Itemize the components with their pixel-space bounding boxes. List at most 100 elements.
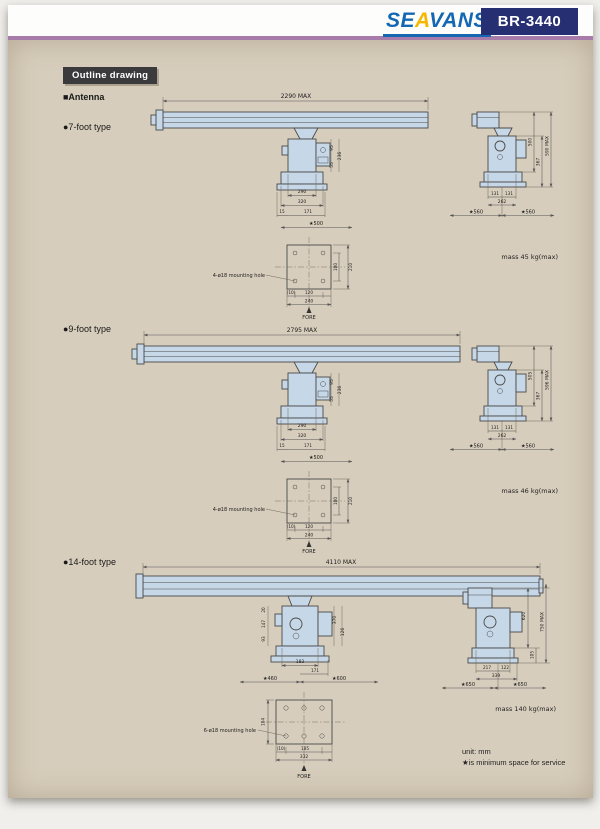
- dim-131b: 131: [505, 191, 513, 196]
- dim-332: 332: [300, 754, 309, 760]
- fore-arrow-9ft: [306, 541, 312, 547]
- dim-131a: 131: [491, 191, 499, 196]
- type-label-9ft: ●9-foot type: [63, 324, 111, 334]
- dim-290: 290: [298, 423, 307, 429]
- dim-service-500: ★500: [309, 455, 323, 461]
- front-view-14ft: 4110 MAX 20 147 93 370 126 183: [135, 559, 544, 684]
- side-body-9ft: [487, 369, 517, 407]
- dim-210: 210: [348, 497, 353, 505]
- dim-120: 120: [305, 290, 313, 295]
- header-accent-stripe: [8, 36, 593, 40]
- dim-184: 184: [261, 718, 266, 726]
- dim-service-560b: ★560: [521, 444, 535, 450]
- base-14ft: [275, 645, 325, 657]
- dim-side-105: 105: [530, 651, 535, 659]
- dim-339: 339: [492, 673, 501, 679]
- type-label-14ft: ●14-foot type: [63, 557, 116, 567]
- dim-15: 15: [279, 443, 285, 448]
- dim-side-500: 500: [528, 138, 534, 147]
- dim-service-560a: ★560: [469, 444, 483, 450]
- type-label-7ft: ●7-foot type: [63, 122, 111, 132]
- dim-262: 262: [498, 433, 507, 439]
- plan-view-7ft: 100 210 4-ø18 mounting hole (10) 120 240…: [213, 237, 353, 321]
- plan-view-9ft: 100 210 4-ø18 mounting hole (10) 120 240…: [213, 471, 353, 555]
- base-9ft: [280, 405, 324, 419]
- dim-side-367: 367: [536, 158, 542, 167]
- dim-217: 217: [483, 665, 491, 670]
- pedestal-7ft: [287, 138, 317, 173]
- dim-service-500: ★500: [309, 221, 323, 227]
- dim-offset-10: (10): [277, 746, 286, 751]
- dim-side-590max: 590 MAX: [545, 136, 551, 156]
- fore-arrow-14ft: [301, 765, 307, 771]
- brand-a: A: [415, 9, 430, 32]
- drawing-14-foot: 4110 MAX 20 147 93 370 126 183: [135, 559, 556, 780]
- dim-236: 236: [337, 386, 343, 395]
- fore-arrow-7ft: [306, 307, 312, 313]
- side-view-7ft: 500 367 590 MAX 131 131 262 ★560 ★560: [449, 111, 555, 217]
- mounting-plate-7ft: [286, 244, 332, 290]
- side-body-14ft: [475, 607, 511, 649]
- dim-120: 120: [305, 524, 313, 529]
- mounting-hole-note-14ft: 6-ø18 mounting hole: [204, 728, 256, 734]
- dim-side-367: 367: [536, 392, 542, 401]
- dim-offset-10: (10): [287, 524, 296, 529]
- dim-183: 183: [296, 659, 305, 665]
- dim-320: 320: [298, 199, 307, 205]
- dim-131a: 131: [491, 425, 499, 430]
- dim-span-7ft: 2290 MAX: [281, 93, 312, 100]
- dim-320: 320: [298, 433, 307, 439]
- mounting-hole-note-9ft: 4-ø18 mounting hole: [213, 507, 265, 513]
- dim-100: 100: [333, 497, 338, 505]
- dim-171: 171: [311, 668, 319, 673]
- pedestal-14ft: [281, 605, 319, 647]
- antenna-bar-9ft: [143, 345, 461, 363]
- dim-95: 95: [329, 145, 335, 151]
- fore-label-14ft: FORE: [297, 774, 310, 780]
- side-body-7ft: [487, 135, 517, 173]
- brand-se: SE: [386, 9, 416, 32]
- dim-370: 370: [332, 616, 338, 625]
- mass-14ft: mass 140 kg(max): [495, 705, 556, 713]
- dim-236: 236: [337, 152, 343, 161]
- dim-side-505: 505: [528, 372, 534, 381]
- dim-100: 100: [333, 263, 338, 271]
- mounting-plate-14ft: [275, 699, 333, 745]
- drawing-9-foot: 2795 MAX 95 55 236 290: [131, 327, 558, 555]
- mass-7ft: mass 45 kg(max): [501, 253, 558, 261]
- dim-span-9ft: 2795 MAX: [287, 327, 318, 334]
- antenna-label: ■Antenna: [63, 92, 105, 102]
- fore-label-9ft: FORE: [302, 549, 315, 555]
- model-badge: BR-3440: [481, 8, 578, 35]
- side-view-9ft: 505 367 596 MAX 131 131 262 ★560 ★560: [449, 345, 555, 451]
- mass-9ft: mass 46 kg(max): [501, 487, 558, 495]
- dim-262: 262: [498, 199, 507, 205]
- mounting-plate-9ft: [286, 478, 332, 524]
- side-view-14ft: 620 105 750 MAX 217 122 339 ★650 ★650: [441, 583, 550, 690]
- dim-95: 95: [329, 379, 335, 385]
- dim-185: 185: [301, 746, 309, 751]
- front-view-7ft: 2290 MAX 95 55 236 290: [150, 93, 429, 229]
- drawing-7-foot: 2290 MAX 95 55 236 290: [150, 93, 558, 321]
- dim-20: 20: [261, 607, 266, 613]
- dim-side-596max: 596 MAX: [545, 370, 551, 390]
- dim-240: 240: [305, 299, 314, 305]
- antenna-bar-7ft: [162, 111, 429, 129]
- dim-service-560b: ★560: [521, 210, 535, 216]
- dim-service-600: ★600: [332, 676, 346, 682]
- dim-offset-10: (10): [287, 290, 296, 295]
- dim-93: 93: [261, 636, 266, 642]
- pedestal-9ft: [287, 372, 317, 407]
- dim-171: 171: [304, 209, 312, 214]
- dim-55: 55: [329, 396, 335, 402]
- brand-logo: SEAVANS: [383, 9, 491, 37]
- dim-side-750max: 750 MAX: [540, 612, 546, 632]
- dim-147: 147: [261, 620, 266, 628]
- plan-view-14ft: 184 6-ø18 mounting hole (10) 185 332 FOR…: [204, 692, 346, 780]
- dim-210: 210: [348, 263, 353, 271]
- dim-122: 122: [501, 665, 509, 670]
- front-view-9ft: 2795 MAX 95 55 236 290: [131, 327, 461, 463]
- service-note: ★is minimum space for service: [462, 758, 566, 767]
- dim-290: 290: [298, 189, 307, 195]
- dim-service-460: ★460: [263, 676, 277, 682]
